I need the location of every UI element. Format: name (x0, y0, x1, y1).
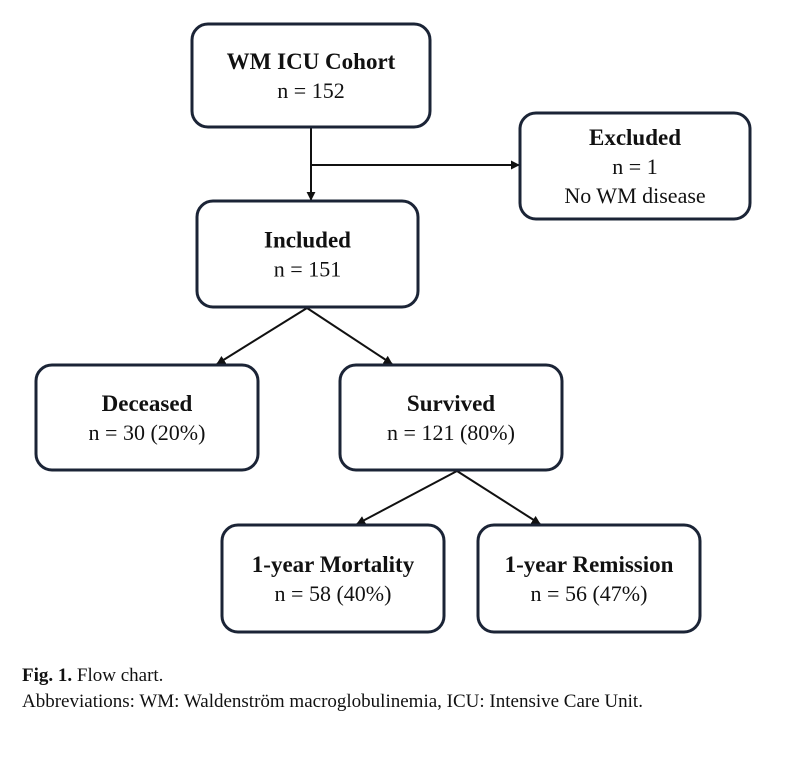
box-survived-line-1: n = 121 (80%) (387, 420, 515, 445)
figure-caption: Fig. 1. Flow chart. (22, 663, 766, 689)
box-mortality: 1-year Mortality n = 58 (40%) (220, 523, 446, 634)
box-survived: Survived n = 121 (80%) (338, 363, 564, 472)
box-cohort-title: WM ICU Cohort (227, 49, 396, 74)
box-excluded-line-2: No WM disease (564, 183, 705, 208)
box-survived-frame (338, 363, 564, 472)
figure-title: Flow chart. (76, 665, 164, 686)
figure-label: Fig. 1. (22, 665, 73, 686)
abbreviations-note: Abbreviations: WM: Waldenström macroglob… (22, 691, 643, 712)
box-deceased: Deceased n = 30 (20%) (34, 363, 260, 472)
box-excluded-frame (518, 111, 752, 221)
box-included-line-1: n = 151 (274, 257, 341, 282)
box-remission-frame (476, 523, 702, 634)
box-deceased-frame (34, 363, 260, 472)
box-included-frame (195, 199, 420, 309)
box-remission-title: 1-year Remission (505, 552, 674, 577)
arrow-included-to-survived (306, 307, 393, 365)
box-cohort: WM ICU Cohort n = 152 (190, 22, 432, 129)
arrow-survived-to-remission (456, 470, 541, 525)
box-excluded-line-1: n = 1 (612, 154, 657, 179)
box-excluded-title: Excluded (589, 125, 681, 150)
box-mortality-line-1: n = 58 (40%) (275, 581, 392, 606)
box-mortality-title: 1-year Mortality (252, 552, 415, 577)
box-deceased-line-1: n = 30 (20%) (89, 420, 206, 445)
box-cohort-line-1: n = 152 (277, 78, 344, 103)
arrow-survived-to-mortality (356, 470, 458, 525)
box-deceased-title: Deceased (102, 391, 193, 416)
box-remission-line-1: n = 56 (47%) (531, 581, 648, 606)
box-included: Included n = 151 (195, 199, 420, 309)
box-remission: 1-year Remission n = 56 (47%) (476, 523, 702, 634)
box-mortality-frame (220, 523, 446, 634)
box-cohort-frame (190, 22, 432, 129)
box-excluded: Excluded n = 1 No WM disease (518, 111, 752, 221)
box-included-title: Included (264, 228, 351, 253)
box-survived-title: Survived (407, 391, 495, 416)
arrow-included-to-deceased (216, 307, 308, 365)
